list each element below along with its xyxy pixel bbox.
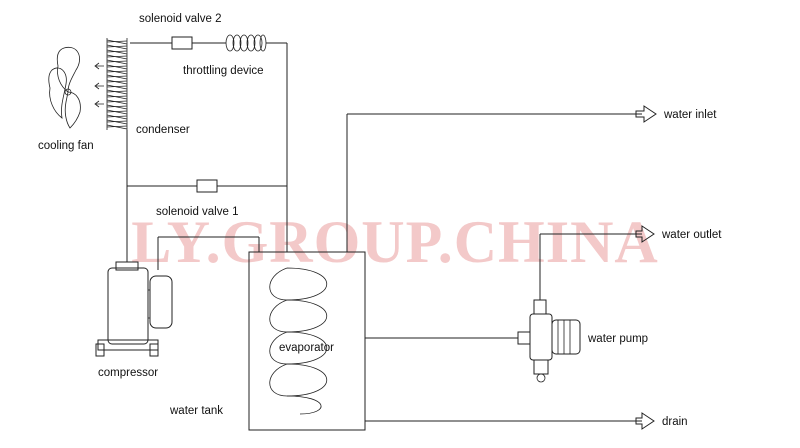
solenoid-valve-2-icon (171, 36, 193, 50)
label-water-pump: water pump (587, 333, 648, 345)
label-throttling-device: throttling device (183, 65, 264, 77)
label-evaporator: evaporator (279, 342, 334, 354)
refrigerant-piping (126, 42, 288, 270)
label-solenoid-valve-1: solenoid valve 1 (156, 206, 238, 218)
label-water-outlet: water outlet (661, 229, 722, 241)
throttling-device-icon (225, 34, 267, 52)
solenoid-valve-1-icon (196, 179, 218, 193)
label-solenoid-valve-2: solenoid valve 2 (139, 13, 221, 25)
water-piping (346, 113, 642, 422)
label-condenser: condenser (136, 124, 190, 136)
evaporator-icon (269, 267, 328, 415)
label-cooling-fan: cooling fan (38, 140, 94, 152)
water-pump-icon (517, 299, 581, 383)
cooling-fan-icon (48, 46, 104, 129)
water-inlet-arrow-icon (635, 105, 657, 123)
compressor-icon (95, 261, 173, 357)
label-compressor: compressor (98, 367, 158, 379)
water-outlet-arrow-icon (635, 225, 655, 243)
label-drain: drain (662, 416, 688, 428)
water-tank-icon (248, 251, 366, 431)
label-water-tank: water tank (169, 405, 223, 417)
condenser-coil-icon (106, 38, 128, 130)
watermark: LY.GROUP.CHINA (131, 209, 659, 275)
label-water-inlet: water inlet (663, 109, 717, 121)
drain-arrow-icon (635, 412, 655, 430)
